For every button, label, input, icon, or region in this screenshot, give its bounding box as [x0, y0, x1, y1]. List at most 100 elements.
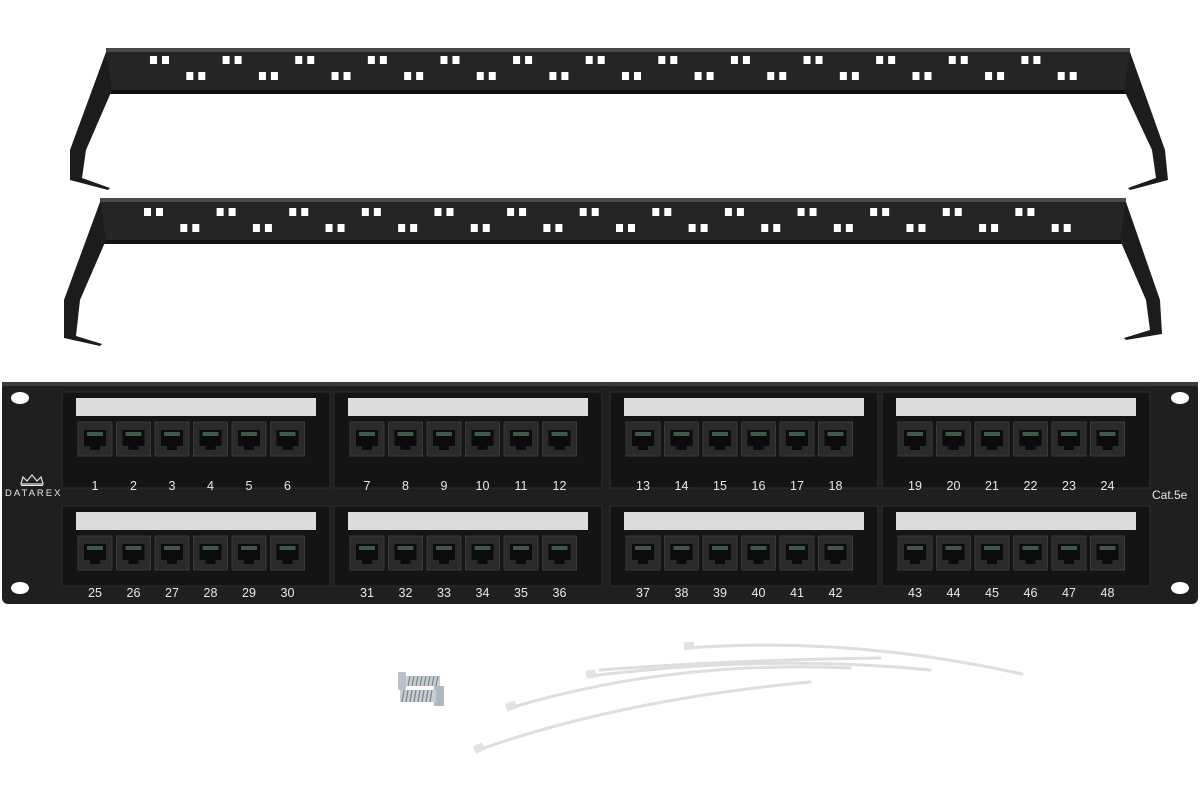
bar-slot — [706, 72, 714, 80]
bar-slot — [960, 56, 968, 64]
bar-slot — [652, 208, 660, 216]
port-number-label: 27 — [165, 586, 179, 600]
rj45-contacts — [1099, 546, 1116, 550]
rj45-port — [625, 535, 661, 571]
port-number-label: 45 — [985, 586, 999, 600]
rj45-contacts — [635, 432, 651, 436]
bar-slot — [870, 208, 878, 216]
bar-slot — [882, 208, 890, 216]
bar-slot — [180, 224, 188, 232]
panel-top-edge — [2, 382, 1198, 386]
bar-slot — [670, 56, 678, 64]
rj45-contacts — [673, 546, 690, 550]
rj45-port — [426, 535, 462, 571]
bar-slot — [156, 208, 163, 216]
port-number-label: 15 — [713, 479, 727, 493]
port-number-label: 21 — [985, 479, 999, 493]
port-number-label: 46 — [1023, 586, 1038, 600]
label-strip — [348, 512, 588, 530]
label-strip — [896, 398, 1136, 416]
cable-tie-icon — [472, 641, 1024, 754]
bar-slot — [1033, 56, 1041, 64]
rj45-contacts — [241, 432, 257, 436]
port-number-label: 40 — [751, 586, 766, 600]
rj45-contacts — [397, 432, 414, 436]
rj45-port — [116, 535, 151, 571]
bar-top-edge — [106, 48, 1130, 52]
port-number-label: 14 — [674, 479, 689, 493]
bar-slot — [736, 208, 744, 216]
rj45-contacts — [907, 432, 923, 436]
bar-slot — [295, 56, 303, 64]
bar-slot — [1027, 208, 1035, 216]
bar-slot — [507, 208, 515, 216]
rj45-port — [231, 535, 267, 571]
rj45-contacts — [436, 546, 452, 550]
bar-slot — [979, 224, 987, 232]
rj45-contacts — [125, 546, 142, 550]
bar-slot — [488, 72, 496, 80]
rj45-contacts — [984, 432, 1000, 436]
port-number-label: 47 — [1062, 586, 1076, 600]
rj45-contacts — [279, 432, 296, 436]
port-number-label: 6 — [284, 479, 291, 493]
brand-label: DATAREX — [5, 488, 63, 499]
crown-icon — [20, 474, 44, 486]
bar-slot — [839, 72, 847, 80]
port-number-label: 30 — [280, 586, 295, 600]
rj45-contacts — [436, 432, 452, 436]
rj45-contacts — [279, 546, 296, 550]
bar-slot — [742, 56, 750, 64]
rj45-contacts — [87, 432, 103, 436]
rj45-contacts — [750, 432, 767, 436]
bar-slot — [561, 72, 569, 80]
bar-slot — [942, 208, 950, 216]
port-number-label: 9 — [440, 479, 448, 493]
bar-slot — [150, 56, 157, 64]
bar-slot — [434, 208, 442, 216]
category-label: Cat.5e — [1152, 488, 1188, 502]
port-number-label: 24 — [1100, 479, 1115, 493]
rj45-port — [77, 421, 113, 457]
bar-slot — [337, 224, 345, 232]
bar-slot — [198, 72, 206, 80]
port-number-label: 16 — [751, 479, 766, 493]
rj45-contacts — [827, 432, 844, 436]
bar-bottom-edge — [106, 90, 1130, 94]
bar-slot — [809, 208, 817, 216]
bar-slot — [815, 56, 823, 64]
bar-slot — [192, 224, 200, 232]
label-strip — [348, 398, 588, 416]
label-strip — [896, 512, 1136, 530]
bar-slot — [416, 72, 424, 80]
bar-slot — [579, 208, 587, 216]
bar-slot — [446, 208, 454, 216]
bar-slot — [270, 72, 278, 80]
bar-slot — [555, 224, 563, 232]
bar-slot — [985, 72, 993, 80]
bar-slot — [549, 72, 557, 80]
bar-slot — [519, 208, 527, 216]
patch-panel — [2, 382, 1198, 604]
rj45-contacts — [164, 432, 180, 436]
bar-slot — [452, 56, 460, 64]
port-number-label: 36 — [552, 586, 567, 600]
rj45-contacts — [551, 546, 568, 550]
bar-right-leg — [1120, 202, 1162, 340]
rj45-contacts — [1099, 432, 1116, 436]
port-number-label: 39 — [713, 586, 727, 600]
rj45-port — [465, 421, 500, 457]
bar-slot — [851, 72, 859, 80]
mounting-hole — [1171, 392, 1189, 404]
bar-slot — [912, 72, 920, 80]
bar-slot — [724, 208, 732, 216]
rj45-contacts — [397, 546, 414, 550]
bar-slot — [628, 224, 635, 232]
port-number-label: 7 — [363, 479, 371, 493]
rj45-contacts — [945, 546, 962, 550]
rj45-port — [1090, 535, 1125, 571]
bar-slot — [597, 56, 605, 64]
rj45-contacts — [1061, 546, 1077, 550]
bar-slot — [1051, 224, 1059, 232]
port-number-label: 43 — [908, 586, 922, 600]
